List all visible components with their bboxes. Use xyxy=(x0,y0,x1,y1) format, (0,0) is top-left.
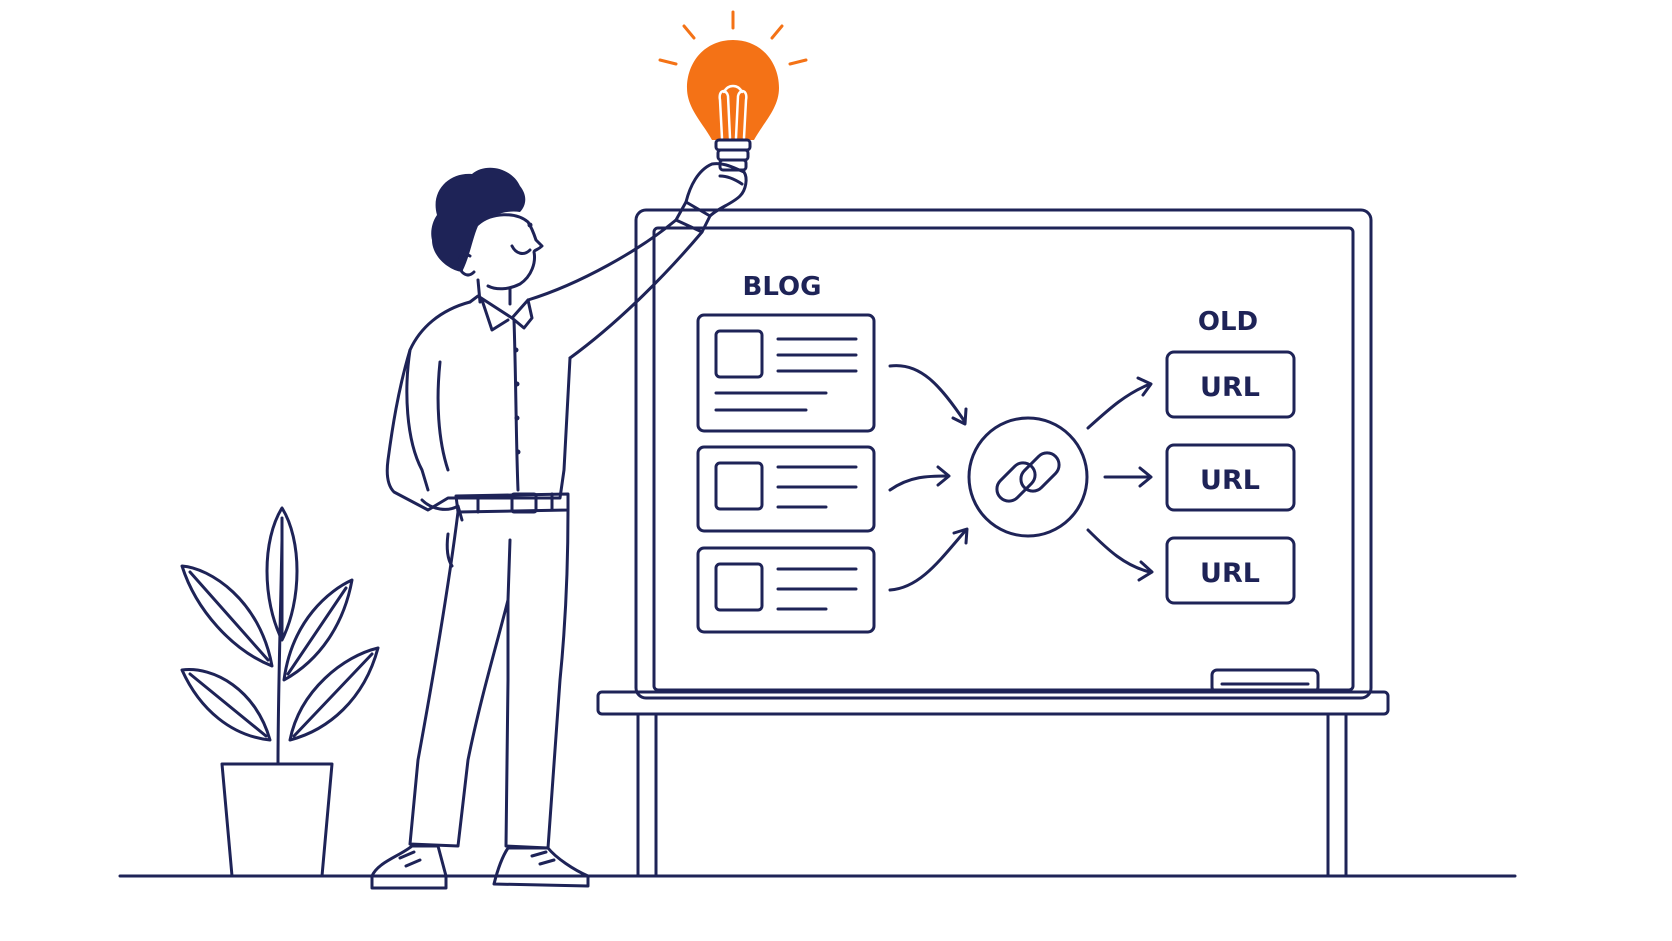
person-trousers xyxy=(408,508,570,850)
person-shirt xyxy=(385,300,572,512)
person-hair xyxy=(431,167,526,272)
arrows-out xyxy=(1086,376,1154,582)
whiteboard: BLOG xyxy=(596,208,1390,878)
marker-tray xyxy=(596,690,1390,716)
lightbulb-icon xyxy=(658,10,808,172)
arrows-in xyxy=(888,364,969,592)
person-raised-arm xyxy=(526,218,704,360)
blog-card xyxy=(696,313,876,433)
person-shoe-right xyxy=(492,846,590,888)
eraser xyxy=(1210,668,1320,694)
person-hand xyxy=(684,162,748,218)
url-box: URL xyxy=(1165,536,1296,605)
person-shoe-left xyxy=(370,844,448,890)
url-label: URL xyxy=(1200,372,1260,403)
url-box: URL xyxy=(1165,443,1296,512)
person-face xyxy=(476,213,544,291)
person xyxy=(370,162,748,890)
old-label: OLD xyxy=(1198,307,1258,337)
url-box: URL xyxy=(1165,350,1296,419)
url-label: URL xyxy=(1200,465,1260,496)
potted-plant xyxy=(180,506,380,878)
blog-card xyxy=(696,445,876,533)
plant-pot xyxy=(220,762,334,878)
url-label: URL xyxy=(1200,558,1260,589)
blog-label: BLOG xyxy=(743,272,822,302)
blog-card xyxy=(696,546,876,634)
chain-link-icon xyxy=(967,416,1089,538)
